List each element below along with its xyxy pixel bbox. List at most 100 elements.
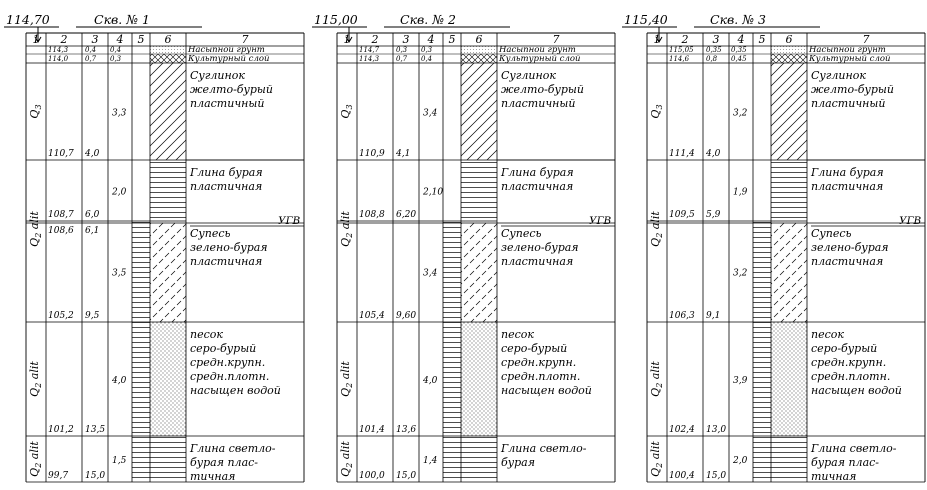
- layer-description-line: насыщен водой: [190, 384, 281, 397]
- soil-fill: [461, 63, 497, 160]
- layer-description-line: Супесь: [811, 227, 852, 240]
- layer-description-line: пластичный: [190, 97, 264, 110]
- layer-bottom-elevation: 105,4: [359, 311, 385, 321]
- soil-fill-top: [150, 46, 186, 54]
- layer-thickness: 3,3: [112, 109, 127, 119]
- layer-description-line: пластичная: [811, 255, 883, 268]
- layer-description-line: серо-бурый: [501, 342, 567, 355]
- soil-fill-culture: [150, 54, 186, 63]
- top-layer-elev: 114,0: [48, 55, 69, 63]
- layer-bottom-depth: 5,9: [706, 210, 721, 220]
- soil-fill: [771, 221, 807, 322]
- layer-description-line: средн.плотн.: [811, 370, 890, 383]
- top-layer-thickness: 0,3: [421, 46, 433, 54]
- layer-description-line: пластичная: [501, 255, 573, 268]
- layer-bottom-elevation: 110,9: [359, 149, 385, 159]
- column-header-3: 3: [92, 33, 99, 46]
- stratigraphic-index-q2-clay: Q2 alit: [339, 441, 354, 477]
- well-fill: [443, 221, 461, 482]
- soil-fill: [150, 436, 186, 482]
- soil-fill: [461, 436, 497, 482]
- soil-fill-top: [771, 46, 807, 54]
- layer-description-line: насыщен водой: [811, 384, 902, 397]
- top-layer-description: Насыпной грунт: [498, 45, 576, 55]
- layer-thickness: 3,9: [733, 376, 748, 386]
- top-layer-thickness: 0,4: [110, 46, 121, 54]
- stratigraphic-index-q3: Q3: [649, 104, 664, 118]
- layer-thickness: 3,4: [423, 269, 438, 279]
- layer-description-line: средн.крупн.: [190, 356, 265, 369]
- layer-description-line: Глина бурая: [500, 166, 574, 179]
- layer-description-line: Глина светло-: [810, 442, 897, 455]
- soil-fill: [150, 221, 186, 322]
- layer-description-line: пластичная: [501, 180, 573, 193]
- layer-bottom-elevation: 110,7: [48, 149, 74, 159]
- layer-bottom-elevation: 108,6: [48, 226, 74, 236]
- layer-bottom-depth: 6,1: [85, 226, 99, 236]
- layer-description-line: серо-бурый: [811, 342, 877, 355]
- groundwater-label: УГВ: [278, 215, 301, 227]
- top-layer-depth: 0,8: [706, 55, 718, 63]
- soil-fill: [461, 221, 497, 322]
- layer-bottom-depth: 6,20: [396, 210, 416, 220]
- layer-description-line: средн.крупн.: [811, 356, 886, 369]
- soil-fill: [461, 322, 497, 436]
- layer-description-line: зелено-бурая: [501, 241, 579, 254]
- column-header-2: 2: [60, 33, 68, 46]
- layer-description-line: средн.плотн.: [501, 370, 580, 383]
- column-header-7: 7: [242, 33, 249, 46]
- top-layer-elev: 114,3: [48, 46, 69, 54]
- column-header-7: 7: [863, 33, 870, 46]
- borehole-elevation: 115,00: [314, 12, 358, 27]
- layer-description-line: Глина бурая: [189, 166, 263, 179]
- layer-bottom-depth: 4,0: [705, 149, 721, 159]
- layer-bottom-elevation: 108,7: [48, 210, 74, 220]
- top-layer-description: Культурный слой: [187, 54, 269, 64]
- top-layer-description: Культурный слой: [498, 54, 580, 64]
- layer-description-line: желто-бурый: [501, 83, 584, 96]
- layer-description-line: песок: [190, 328, 223, 341]
- layer-description-line: желто-бурый: [811, 83, 894, 96]
- layer-bottom-depth: 13,0: [706, 425, 726, 435]
- top-layer-description: Насыпной грунт: [808, 45, 886, 55]
- layer-bottom-depth: 9,1: [706, 311, 720, 321]
- top-layer-thickness: 0,4: [421, 55, 432, 63]
- layer-description-line: пластичная: [190, 180, 262, 193]
- layer-description-line: желто-бурый: [190, 83, 273, 96]
- stratigraphic-index-q2-clay: Q2 alit: [649, 441, 664, 477]
- layer-bottom-elevation: 105,2: [48, 311, 74, 321]
- layer-description-line: Глина светло-: [189, 442, 276, 455]
- borehole-title: Скв. № 3: [710, 12, 766, 27]
- layer-bottom-depth: 13,5: [85, 425, 105, 435]
- borehole-title: Скв. № 2: [400, 12, 456, 27]
- stratigraphic-index-q2-upper: Q2 alit: [339, 211, 354, 247]
- layer-bottom-depth: 13,6: [396, 425, 416, 435]
- column-header-2: 2: [371, 33, 379, 46]
- layer-bottom-elevation: 111,4: [669, 149, 695, 159]
- layer-bottom-elevation: 109,5: [669, 210, 695, 220]
- soil-fill-top: [461, 46, 497, 54]
- borehole-elevation: 115,40: [624, 12, 668, 27]
- top-layer-thickness: 0,35: [731, 46, 747, 54]
- layer-description-line: Глина бурая: [810, 166, 884, 179]
- layer-bottom-elevation: 108,8: [359, 210, 385, 220]
- layer-description-line: Супесь: [501, 227, 542, 240]
- column-header-7: 7: [553, 33, 560, 46]
- layer-bottom-depth: 4,0: [84, 149, 100, 159]
- stratigraphic-index-q2-sand: Q2 alit: [28, 361, 43, 397]
- soil-fill-culture: [771, 54, 807, 63]
- elevation-arrow-icon: [655, 27, 663, 43]
- column-header-6: 6: [476, 33, 483, 46]
- layer-description-line: бурая плас-: [190, 456, 258, 469]
- soil-fill-culture: [461, 54, 497, 63]
- soil-fill: [150, 322, 186, 436]
- top-layer-elev: 114,3: [359, 55, 380, 63]
- layer-thickness: 3,4: [423, 109, 438, 119]
- soil-fill: [461, 160, 497, 221]
- top-layer-elev: 114,6: [669, 55, 690, 63]
- layer-bottom-depth: 4,1: [395, 149, 410, 159]
- layer-bottom-depth: 15,0: [85, 471, 105, 481]
